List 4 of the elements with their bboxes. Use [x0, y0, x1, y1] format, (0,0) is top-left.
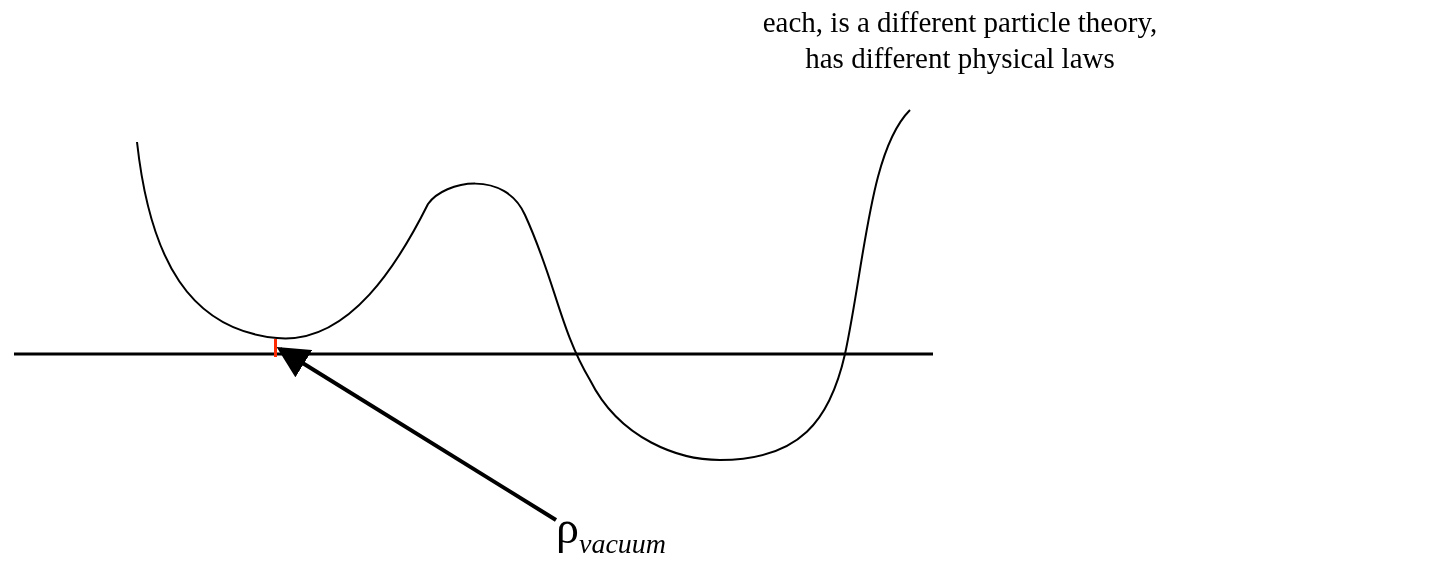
annotation-text: each, is a different particle theory, has different physical laws	[761, 5, 1159, 77]
symbol-label: ρ$_{vacuum}$	[556, 505, 667, 559]
leader-arrow	[276, 346, 558, 522]
marker-bar	[274, 339, 277, 357]
